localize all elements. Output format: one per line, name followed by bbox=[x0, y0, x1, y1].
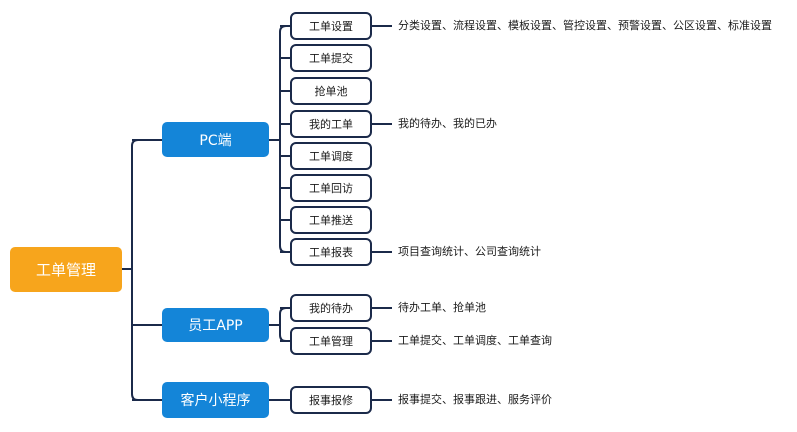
leaf-mini-report-repair[interactable]: 报事报修 bbox=[290, 386, 372, 414]
connector-spine-pc bbox=[279, 25, 287, 253]
leaf-label: 报事报修 bbox=[309, 394, 353, 407]
leaf-label: 工单设置 bbox=[309, 20, 353, 33]
connector-spine-app bbox=[279, 307, 287, 342]
leaf-label: 我的工单 bbox=[309, 118, 353, 131]
branch-employee-app-label: 员工APP bbox=[188, 318, 243, 334]
leaf-label: 工单报表 bbox=[309, 246, 353, 259]
leaf-pc-ticket-submit[interactable]: 工单提交 bbox=[290, 44, 372, 72]
note-my-todo: 待办工单、抢单池 bbox=[398, 301, 486, 314]
leaf-label: 工单推送 bbox=[309, 214, 353, 227]
note-ticket-settings: 分类设置、流程设置、模板设置、管控设置、预警设置、公区设置、标准设置 bbox=[398, 19, 772, 32]
leaf-pc-grab-pool[interactable]: 抢单池 bbox=[290, 77, 372, 105]
leaf-label: 我的待办 bbox=[309, 302, 353, 315]
note-report: 项目查询统计、公司查询统计 bbox=[398, 245, 541, 258]
branch-pc[interactable]: PC端 bbox=[162, 122, 269, 157]
branch-customer-miniprogram[interactable]: 客户小程序 bbox=[162, 382, 269, 418]
branch-employee-app[interactable]: 员工APP bbox=[162, 308, 269, 342]
branch-pc-label: PC端 bbox=[199, 132, 232, 149]
leaf-app-my-todo[interactable]: 我的待办 bbox=[290, 294, 372, 322]
leaf-label: 工单管理 bbox=[309, 335, 353, 348]
branch-customer-miniprogram-label: 客户小程序 bbox=[180, 393, 251, 409]
note-report-repair: 报事提交、报事跟进、服务评价 bbox=[398, 393, 552, 406]
leaf-pc-report[interactable]: 工单报表 bbox=[290, 238, 372, 266]
leaf-pc-revisit[interactable]: 工单回访 bbox=[290, 174, 372, 202]
connector-spine-level1 bbox=[131, 139, 139, 401]
leaf-label: 工单调度 bbox=[309, 150, 353, 163]
root-label: 工单管理 bbox=[35, 261, 96, 279]
leaf-pc-my-tickets[interactable]: 我的工单 bbox=[290, 110, 372, 138]
leaf-pc-push[interactable]: 工单推送 bbox=[290, 206, 372, 234]
note-my-tickets: 我的待办、我的已办 bbox=[398, 117, 497, 130]
leaf-pc-ticket-settings[interactable]: 工单设置 bbox=[290, 12, 372, 40]
root-node[interactable]: 工单管理 bbox=[10, 247, 122, 292]
leaf-app-ticket-manage[interactable]: 工单管理 bbox=[290, 327, 372, 355]
leaf-label: 工单提交 bbox=[309, 52, 353, 65]
leaf-label: 工单回访 bbox=[309, 182, 353, 195]
note-ticket-manage: 工单提交、工单调度、工单查询 bbox=[398, 334, 552, 347]
leaf-label: 抢单池 bbox=[314, 85, 348, 98]
leaf-pc-dispatch[interactable]: 工单调度 bbox=[290, 142, 372, 170]
